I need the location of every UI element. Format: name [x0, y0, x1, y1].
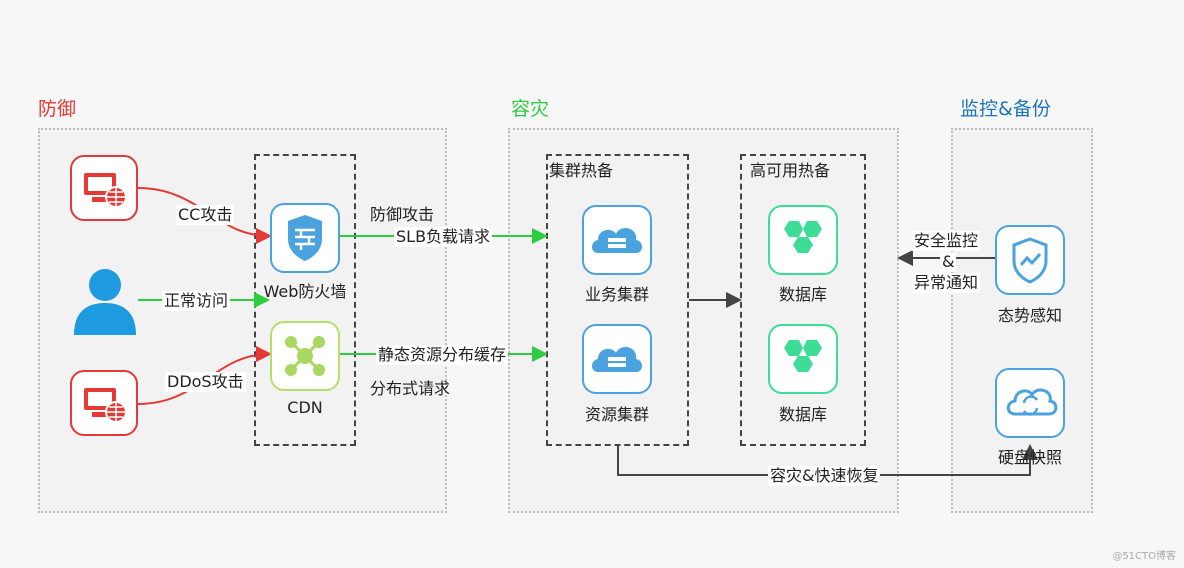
biz-cluster-caption: 业务集群 [584, 285, 649, 304]
firewall-shield-icon [288, 215, 322, 261]
cc-attack-label: CC攻击 [176, 205, 235, 225]
database-hexagon-icon [784, 221, 822, 253]
attacker-computer-icon-2 [70, 370, 138, 436]
user-icon [72, 265, 138, 341]
waf-node [270, 203, 340, 273]
res-cluster-caption: 资源集群 [584, 405, 649, 424]
db-caption-1: 数据库 [778, 285, 827, 304]
biz-cluster-node [582, 205, 652, 275]
cdn-caption: CDN [287, 398, 323, 417]
distributed-request-label: 分布式请求 [370, 379, 451, 398]
security-monitor-label: 安全监控 [912, 231, 981, 251]
section-title-disaster: 容灾 [511, 98, 550, 120]
snapshot-caption: 硬盘快照 [997, 448, 1062, 467]
db-node-2 [768, 324, 838, 394]
db-caption-2: 数据库 [778, 405, 827, 424]
normal-access-label: 正常访问 [162, 291, 231, 311]
slb-label: SLB负载请求 [394, 227, 493, 247]
cloud-server-icon [592, 228, 642, 253]
shield-check-icon [1012, 237, 1048, 284]
defend-attack-label: 防御攻击 [370, 205, 435, 224]
disaster-panel [508, 128, 899, 513]
cdn-node [270, 321, 340, 391]
database-hexagon-icon [784, 340, 822, 372]
cdn-network-icon [285, 336, 325, 376]
static-cache-label: 静态资源分布缓存 [376, 345, 509, 365]
waf-caption: Web防火墙 [263, 282, 347, 301]
cluster-hot-group [546, 154, 689, 446]
watermark: @51CTO博客 [1112, 551, 1176, 562]
situation-node [995, 225, 1065, 295]
recover-label: 容灾&快速恢复 [768, 466, 881, 486]
section-title-defense: 防御 [38, 98, 77, 120]
monitor-amp-label: & [940, 252, 957, 272]
section-title-monitor: 监控&备份 [960, 98, 1051, 120]
snapshot-node [995, 368, 1065, 438]
attacker-computer-icon-1 [70, 155, 138, 221]
situation-caption: 态势感知 [997, 306, 1062, 325]
cloud-sync-icon [1006, 388, 1058, 416]
abnormal-notify-label: 异常通知 [912, 273, 981, 293]
ddos-attack-label: DDoS攻击 [165, 372, 246, 392]
res-cluster-node [582, 324, 652, 394]
cluster-hot-title: 集群热备 [549, 161, 614, 180]
cloud-server-icon [592, 347, 642, 372]
db-node-1 [768, 205, 838, 275]
ha-hot-title: 高可用热备 [750, 161, 831, 180]
